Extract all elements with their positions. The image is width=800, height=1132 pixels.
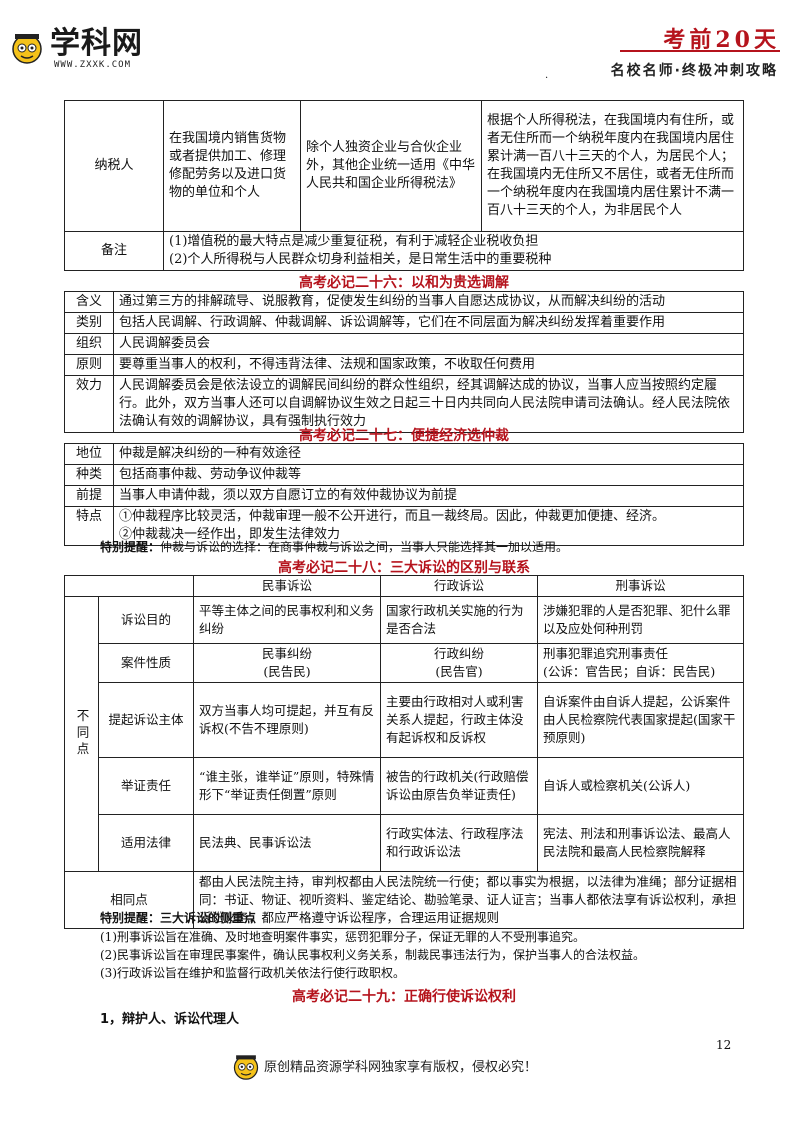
table-row: 原则要尊重当事人的权利，不得违背法律、法规和国家政策，不收取任何费用 [64,354,744,376]
table-cell: 纳税人 [64,100,164,232]
table-row: 相同点都由人民法院主持，审判权都由人民法院统一行使；都以事实为根据，以法律为准绳… [64,871,744,929]
table-header: 行政诉讼 [380,575,538,597]
table-row: 前提当事人申请仲裁，须以双方自愿订立的有效仲裁协议为前提 [64,485,744,507]
table-row: 举证责任“谁主张，谁举证”原则，特殊情形下“举证责任倒置”原则被告的行政机关(行… [65,757,744,815]
logo-text: 学科网 [50,26,143,61]
table-row: 效力人民调解委员会是依法设立的调解民间纠纷的群众性组织，经其调解达成的协议，当事… [64,375,744,433]
table-cell: 都由人民法院主持，审判权都由人民法院统一行使；都以事实为根据，以法律为准绳；部分… [193,871,744,929]
table-cell: 当事人申请仲裁，须以双方自愿订立的有效仲裁协议为前提 [113,485,744,507]
litigation-note-title: 特别提醒：三大诉讼的侧重点 [100,910,256,927]
table-cell: 适用法律 [98,814,194,872]
mediation-table: 含义通过第三方的排解疏导、说服教育，促使发生纠纷的当事人自愿达成协议，从而解决纠… [64,291,744,433]
table-cell: 相同点 [64,871,194,929]
table-cell: 宪法、刑法和刑事诉讼法、最高人民法院和最高人民检察院解释 [537,814,744,872]
table-cell: 提起诉讼主体 [98,682,194,758]
section-title-29: 高考必记二十九：正确行使诉讼权利 [292,989,516,1005]
table-cell: 种类 [64,464,114,486]
tax-table: 纳税人 在我国境内销售货物或者提供加工、修理修配劳务以及进口货物的单位和个人 除… [64,100,744,271]
table-cell: 要尊重当事人的权利，不得违背法律、法规和国家政策，不收取任何费用 [113,354,744,376]
table-cell: 除个人独资企业与合伙企业外，其他企业统一适用《中华人民共和国企业所得税法》 [300,100,482,232]
table-cell: 地位 [64,443,114,465]
table-cell: 举证责任 [98,757,194,815]
table-cell: “谁主张，谁举证”原则，特殊情形下“举证责任倒置”原则 [193,757,381,815]
table-cell: 备注 [64,231,164,271]
table-cell: 案件性质 [98,643,194,683]
table-cell: 人民调解委员会是依法设立的调解民间纠纷的群众性组织，经其调解达成的协议，当事人应… [113,375,744,433]
litigation-note-3: (3)行政诉讼旨在维护和监督行政机关依法行使行政职权。 [100,966,406,980]
table-row: 纳税人 在我国境内销售货物或者提供加工、修理修配劳务以及进口货物的单位和个人 除… [64,100,744,232]
table-row: 含义通过第三方的排解疏导、说服教育，促使发生纠纷的当事人自愿达成协议，从而解决纠… [64,291,744,313]
litigation-note-1: (1)刑事诉讼旨在准确、及时地查明案件事实，惩罚犯罪分子，保证无罪的人不受刑事追… [100,930,586,944]
note-text: 仲裁与诉讼的选择：在商事仲裁与诉讼之间，当事人只能选择其一加以适用。 [160,540,569,554]
table-cell: 双方当事人均可提起，并互有反诉权(不告不理原则) [193,682,381,758]
table-cell: 类别 [64,312,114,334]
table-cell: 仲裁是解决纠纷的一种有效途径 [113,443,744,465]
table-row: 适用法律民法典、民事诉讼法行政实体法、行政程序法和行政诉讼法宪法、刑法和刑事诉讼… [65,814,744,872]
note-label: 特别提醒：三大诉讼的侧重点 [100,911,257,925]
section-title-28: 高考必记二十八：三大诉讼的区别与联系 [278,560,530,576]
table-cell: 自诉人或检察机关(公诉人) [537,757,744,815]
table-row: 类别包括人民调解、行政调解、仲裁调解、诉讼调解等，它们在不同层面为解决纠纷发挥着… [64,312,744,334]
table-cell: 被告的行政机关(行政赔偿诉讼由原告负举证责任) [380,757,538,815]
header-slogan: 名校名师·终极冲刺攻略 [610,63,778,79]
logo-url: WWW.ZXXK.COM [54,60,132,70]
table-cell: 诉讼目的 [98,596,194,644]
table-header: 民事诉讼 [193,575,381,597]
table-cell: 根据个人所得税法，在我国境内有住所，或者无住所而一个纳税年度内在我国境内居住累计… [481,100,744,232]
table-cell: ①仲裁程序比较灵活，仲裁审理一般不公开进行，而且一裁终局。因此，仲裁更加便捷、经… [113,506,744,546]
note-label: 特别提醒： [100,540,161,554]
litigation-table: 民事诉讼 行政诉讼 刑事诉讼 不同点诉讼目的平等主体之间的民事权利和义务纠纷国家… [64,575,744,929]
table-cell: 国家行政机关实施的行为是否合法 [380,596,538,644]
table-cell: 自诉案件由自诉人提起，公诉案件由人民检察院代表国家提起(国家干预原则) [537,682,744,758]
table-cell: 主要由行政相对人或利害关系人提起，行政主体没有起诉权和反诉权 [380,682,538,758]
table-cell: 特点 [64,506,114,546]
table-cell: 包括商事仲裁、劳动争议仲裁等 [113,464,744,486]
table-cell: 行政纠纷 (民告官) [380,643,538,683]
table-row: 案件性质民事纠纷 (民告民)行政纠纷 (民告官)刑事犯罪追究刑事责任 (公诉：官… [65,643,744,683]
footer-copyright: 原创精品资源学科网独家享有版权，侵权必究！ [264,1060,538,1075]
table-cell: 刑事犯罪追究刑事责任 (公诉：官告民；自诉：民告民) [537,643,744,683]
table-cell: (1)增值税的最大特点是减少重复征税，有利于减轻企业税收负担 (2)个人所得税与… [163,231,744,271]
table-row: 备注 (1)增值税的最大特点是减少重复征税，有利于减轻企业税收负担 (2)个人所… [64,231,744,271]
logo-mascot-icon [12,34,42,64]
table-row: 民事诉讼 行政诉讼 刑事诉讼 [64,575,744,597]
arbitration-table: 地位仲裁是解决纠纷的一种有效途径种类包括商事仲裁、劳动争议仲裁等前提当事人申请仲… [64,443,744,546]
table-cell: 通过第三方的排解疏导、说服教育，促使发生纠纷的当事人自愿达成协议，从而解决纠纷的… [113,291,744,313]
page-number: 12 [716,1038,732,1052]
arbitration-note: 特别提醒：仲裁与诉讼的选择：在商事仲裁与诉讼之间，当事人只能选择其一加以适用。 [100,539,568,556]
table-cell: 平等主体之间的民事权利和义务纠纷 [193,596,381,644]
footer-mascot-icon [233,1055,259,1080]
table-cell: 组织 [64,333,114,355]
table-cell: 原则 [64,354,114,376]
table-cell: 涉嫌犯罪的人是否犯罪、犯什么罪以及应处何种刑罚 [537,596,744,644]
table-cell: 民法典、民事诉讼法 [193,814,381,872]
remark-line: (1)增值税的最大特点是减少重复征税，有利于减轻企业税收负担 [169,234,539,249]
section-title-27: 高考必记二十七：便捷经济选仲裁 [299,428,509,444]
table-row: 不同点诉讼目的平等主体之间的民事权利和义务纠纷国家行政机关实施的行为是否合法涉嫌… [64,596,744,872]
litigation-note-2: (2)民事诉讼旨在审理民事案件，确认民事权利义务关系，制裁民事违法行为，保护当事… [100,948,646,962]
table-row: 组织人民调解委员会 [64,333,744,355]
remark-line: (2)个人所得税与人民群众切身利益相关，是日常生活中的重要税种 [169,252,552,267]
table-cell [64,575,194,597]
table-row: 地位仲裁是解决纠纷的一种有效途径 [64,443,744,465]
list-item: 1，辩护人、诉讼代理人 [100,1012,240,1027]
table-cell: 含义 [64,291,114,313]
section-title-26: 高考必记二十六：以和为贵选调解 [299,275,509,291]
table-cell: 前提 [64,485,114,507]
table-cell: 不同点 [64,596,99,872]
table-row: 提起诉讼主体双方当事人均可提起，并互有反诉权(不告不理原则)主要由行政相对人或利… [65,682,744,758]
table-cell: 行政实体法、行政程序法和行政诉讼法 [380,814,538,872]
header-dot: . [545,70,549,81]
header-days-title: 考前20天 [663,27,780,53]
table-cell: 包括人民调解、行政调解、仲裁调解、诉讼调解等，它们在不同层面为解决纠纷发挥着重要… [113,312,744,334]
table-header: 刑事诉讼 [537,575,744,597]
table-cell: 民事纠纷 (民告民) [193,643,381,683]
header-rule [620,50,780,52]
table-cell: 效力 [64,375,114,433]
table-cell: 人民调解委员会 [113,333,744,355]
table-cell: 在我国境内销售货物或者提供加工、修理修配劳务以及进口货物的单位和个人 [163,100,301,232]
table-row: 种类包括商事仲裁、劳动争议仲裁等 [64,464,744,486]
